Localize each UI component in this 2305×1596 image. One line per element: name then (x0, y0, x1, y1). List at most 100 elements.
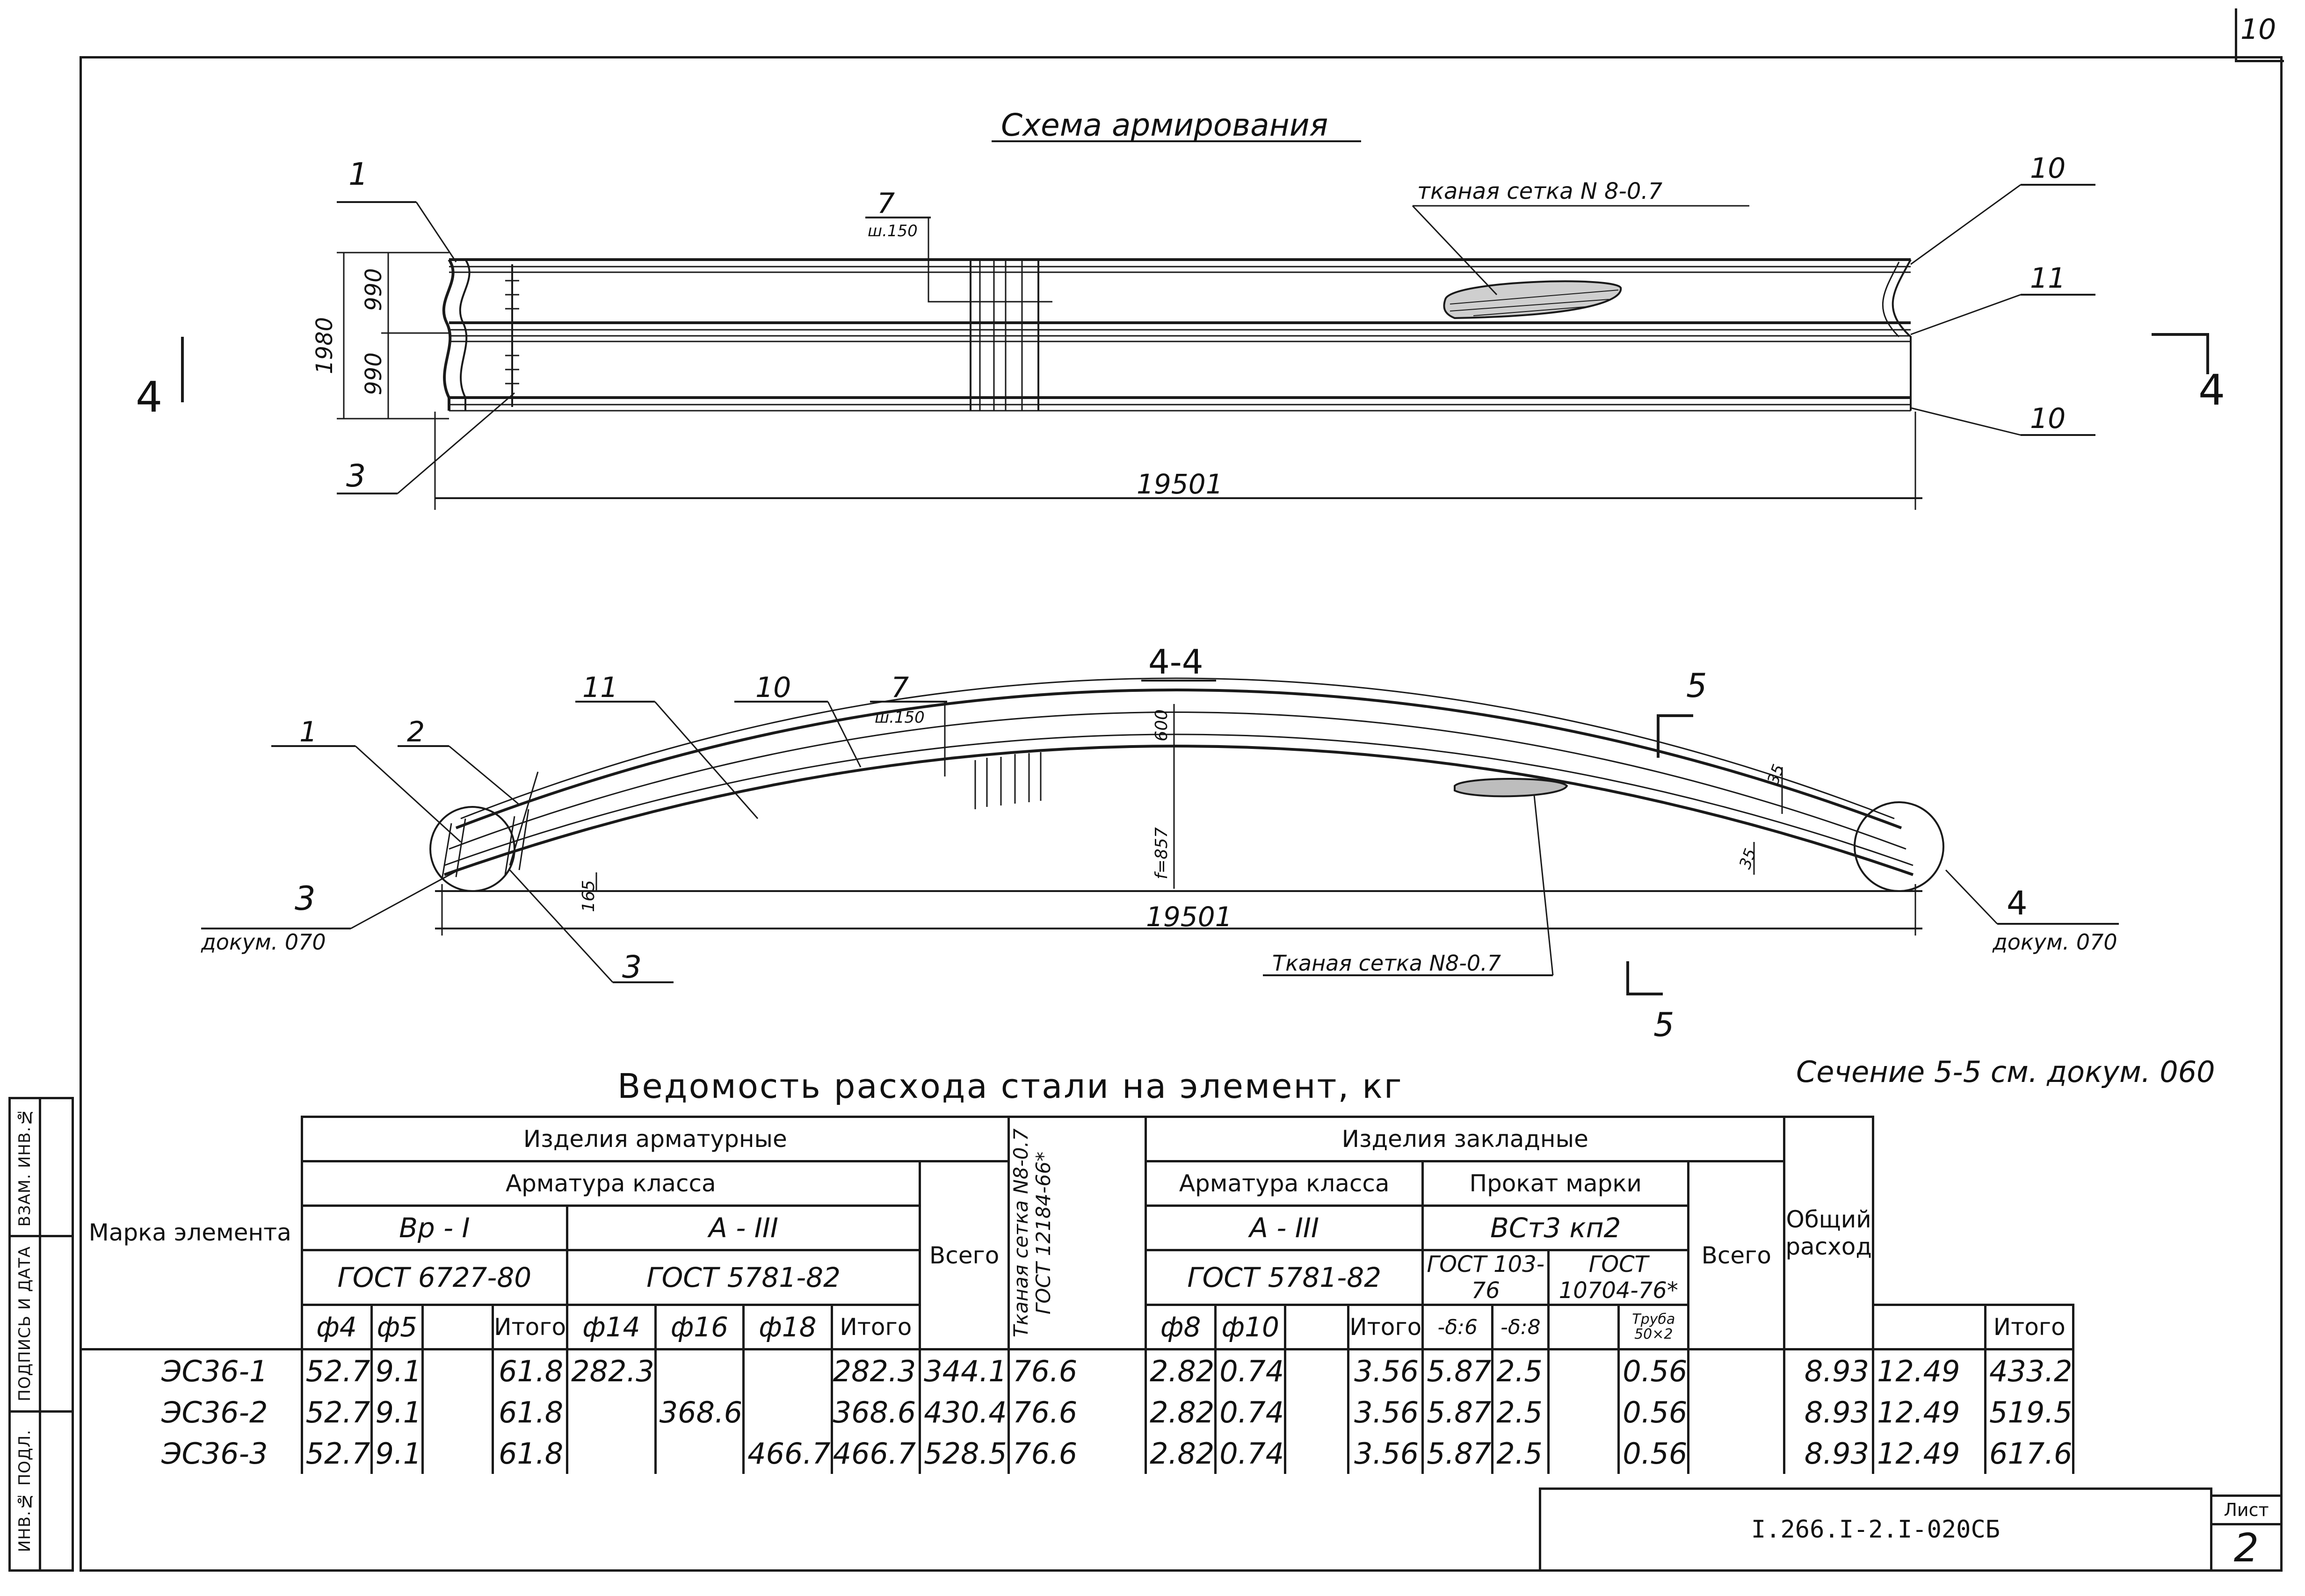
cell-d14 (566, 1392, 657, 1433)
cell-d18 (742, 1348, 833, 1392)
sub-blank-2 (1284, 1304, 1350, 1350)
cell-d5: 9.1 (370, 1348, 424, 1392)
sub-itogo-4: Итого (1984, 1304, 2075, 1350)
plan-mesh-label: ткaная сетка N 8-0.7 (1417, 178, 1663, 204)
sub-pipe: Труба 50×2 (1617, 1304, 1690, 1350)
sub-itogo-3: Итого (1347, 1304, 1424, 1350)
cell-itogo-1: 61.8 (492, 1433, 569, 1474)
sub-d4: ф4 (300, 1304, 373, 1350)
section-title: 4-4 (1148, 642, 1203, 682)
class-a3-header: А - III (566, 1204, 921, 1251)
cell-d10: 0.74 (1214, 1392, 1287, 1433)
cell-d16 (654, 1433, 745, 1474)
plan-callout-10-top: 10 (2030, 152, 2066, 185)
sub-t6: -δ:6 (1421, 1304, 1494, 1350)
section-view (201, 677, 2119, 995)
cell-pipe: 0.56 (1617, 1433, 1690, 1474)
cell-itogo-2: 368.6 (830, 1392, 921, 1433)
plan-section-mark-left: 4 (136, 373, 162, 422)
plan-view (181, 140, 2209, 510)
stamp-inv-podl-label: ИНВ.№ ПОДЛ. (15, 1429, 34, 1552)
cell-d14: 282.3 (566, 1348, 657, 1392)
section-callout-3: 3 (622, 949, 642, 985)
section-cut-5-top: 5 (1686, 667, 1707, 705)
table-row: ЭС36-1 52.7 9.1 61.8 282.3 282.3 344.1 7… (80, 1348, 2075, 1392)
cell-blank (1284, 1348, 1350, 1392)
cell-blank (1687, 1348, 1786, 1392)
sub-d10: ф10 (1214, 1304, 1287, 1350)
sub-blank-4 (1871, 1304, 1986, 1350)
steel-consumption-table: Марка элемента Изделия арматурные Ткaная… (80, 1116, 2075, 1474)
stamp-sign-date-value (41, 1235, 74, 1413)
cell-t6: 5.87 (1421, 1392, 1494, 1433)
mesh-header: Ткaная сетка N8-0.7 ГОСТ 12184-66* (1009, 1128, 1055, 1338)
cell-itogo-1: 61.8 (492, 1348, 569, 1392)
cell-d5: 9.1 (370, 1433, 424, 1474)
cell-d10: 0.74 (1214, 1433, 1287, 1474)
cell-blank (1687, 1392, 1786, 1433)
plan-callout-11: 11 (2030, 262, 2066, 295)
section-edge-dim-top: 35 (1764, 762, 1788, 787)
sub-blank-3 (1547, 1304, 1620, 1350)
cell-blank (421, 1433, 494, 1474)
cell-grand-total: 433.2 (1984, 1348, 2075, 1392)
cell-blank (1547, 1348, 1620, 1392)
cell-blank (1284, 1433, 1350, 1474)
cell-embed-total: 12.49 (1871, 1348, 1986, 1392)
cell-d14 (566, 1433, 657, 1474)
embed-gost-a3-header: ГОСТ 5781-82 (1145, 1249, 1424, 1306)
document-code: I.266.I-2.I-020СБ (1751, 1516, 2001, 1544)
rebar-group-header: Изделия арматурные (300, 1116, 1010, 1162)
cell-itogo-2: 282.3 (830, 1348, 921, 1392)
sheet-label: Лист (2212, 1497, 2280, 1525)
section-edge-dim-bottom: 35 (1736, 846, 1760, 871)
cell-embed-total: 12.49 (1871, 1433, 1986, 1474)
sub-itogo-2: Итого (830, 1304, 921, 1350)
gost-a3-header: ГОСТ 5781-82 (566, 1249, 921, 1306)
cell-blank (421, 1392, 494, 1433)
section-5-5-note: Сечение 5-5 см. докум. 060 (1796, 1055, 2215, 1089)
plan-title: Схема армирования (1001, 107, 1328, 143)
cell-itogo-4: 8.93 (1783, 1433, 1874, 1474)
cell-d8: 2.82 (1145, 1348, 1217, 1392)
cell-d16 (654, 1348, 745, 1392)
row-mark: ЭС36-3 (161, 1436, 268, 1471)
sheet-number-box: Лист 2 (2210, 1494, 2283, 1572)
cell-total: 344.1 (919, 1348, 1010, 1392)
rolled-grade-header: ВСт3 кп2 (1421, 1204, 1690, 1251)
gost-10704-header: ГОСТ 10704-76* (1547, 1249, 1690, 1306)
sub-d14: ф14 (566, 1304, 657, 1350)
table-row: ЭС36-2 52.7 9.1 61.8 368.6 368.6 430.4 7… (80, 1392, 2075, 1433)
cell-t6: 5.87 (1421, 1348, 1494, 1392)
cell-itogo-3: 3.56 (1347, 1433, 1424, 1474)
sub-d18: ф18 (742, 1304, 833, 1350)
cell-embed-total: 12.49 (1871, 1392, 1986, 1433)
cell-t6: 5.87 (1421, 1433, 1494, 1474)
cell-pipe: 0.56 (1617, 1348, 1690, 1392)
mesh-header-cell: Ткaная сетка N8-0.7 ГОСТ 12184-66* (1008, 1116, 1147, 1350)
plan-half-dim-bottom: 990 (361, 352, 387, 395)
sub-d8: ф8 (1145, 1304, 1217, 1350)
table-title: Ведомость расхода стали на элемент, кг (617, 1066, 1403, 1106)
cell-d18: 466.7 (742, 1433, 833, 1474)
cell-blank (421, 1348, 494, 1392)
cell-d10: 0.74 (1214, 1348, 1287, 1392)
gost-103-header: ГОСТ 103-76 (1421, 1249, 1550, 1306)
section-rise-dim: f=857 (1152, 827, 1171, 879)
stamp-inv-vzam-value (41, 1097, 74, 1237)
stamp-inv-vzam: ВЗАМ. ИНВ.№ (8, 1097, 41, 1237)
plan-section-mark-right: 4 (2198, 366, 2225, 415)
grand-total-header: Общий расход (1783, 1116, 1874, 1350)
cell-t8: 2.5 (1491, 1392, 1550, 1433)
cell-itogo-4: 8.93 (1783, 1392, 1874, 1433)
gost-vr-header: ГОСТ 6727-80 (300, 1249, 569, 1306)
cell-d8: 2.82 (1145, 1392, 1217, 1433)
stamp-inv-podl-value (41, 1410, 74, 1572)
stamp-sign-date-label: ПОДПИСЬ И ДАТА (15, 1246, 34, 1401)
cell-total: 528.5 (919, 1433, 1010, 1474)
cell-grand-total: 617.6 (1984, 1433, 2075, 1474)
plan-half-dim-top: 990 (361, 268, 387, 311)
cell-mesh: 76.6 (1008, 1348, 1147, 1392)
embed-group-header: Изделия закладные (1145, 1116, 1786, 1162)
section-right-ref-num: 4 (2007, 884, 2028, 922)
